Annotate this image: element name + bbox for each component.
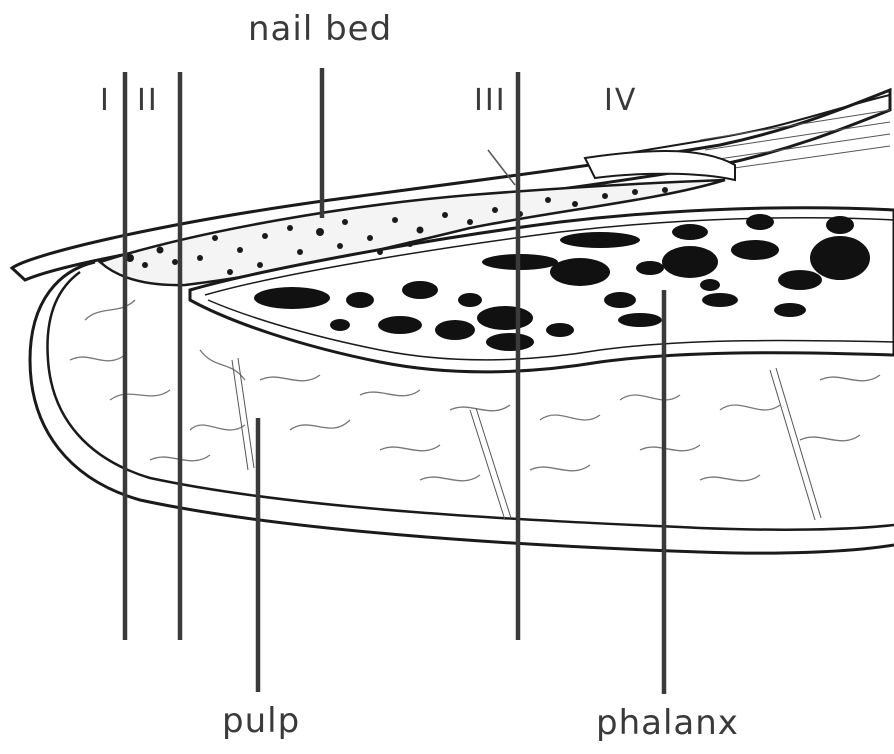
label-pulp: pulp bbox=[222, 704, 300, 738]
label-nail-bed: nail bed bbox=[248, 12, 392, 46]
label-zone-4: IV bbox=[604, 86, 637, 116]
label-phalanx: phalanx bbox=[596, 706, 739, 740]
pulp-hatching bbox=[232, 358, 821, 520]
label-zone-3: III bbox=[474, 86, 507, 116]
leader-lines bbox=[125, 68, 664, 694]
label-zone-1: I bbox=[100, 86, 111, 116]
label-zone-2: II bbox=[137, 86, 159, 116]
